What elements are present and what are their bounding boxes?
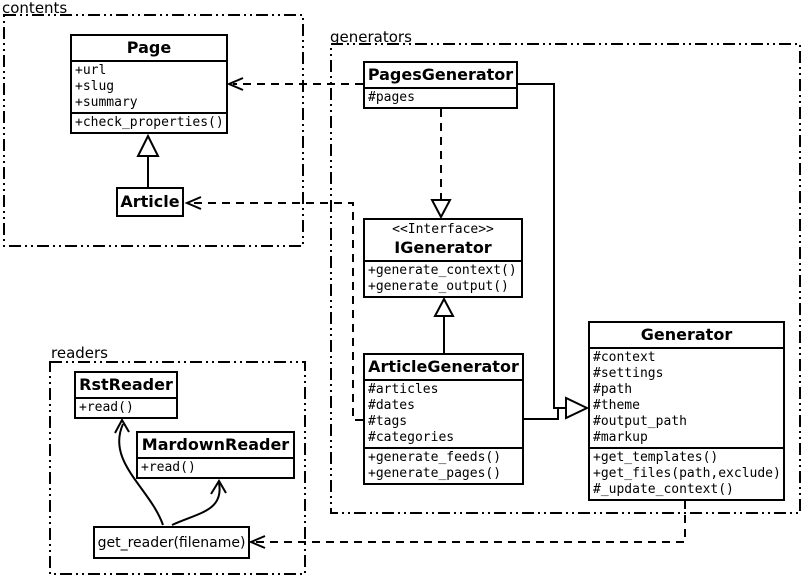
package-border-contents [3,14,304,247]
attribute-line: #settings [593,366,664,381]
dependency-generator-getreader-arrowhead [248,535,266,549]
class-generator-methods: +get_templates() +get_files(path,exclude… [590,447,783,499]
package-border-generators [330,43,801,514]
arrow-getreader-rstreader-curve [118,423,164,526]
method-line: +generate_output() [368,279,509,294]
class-igenerator-name: IGenerator [394,238,492,257]
function-box-get-reader: get_reader(filename) [93,526,250,559]
attribute-line: #dates [368,398,415,413]
inheritance-generator-triangle [565,396,590,420]
class-page-methods: +check_properties() [72,112,226,132]
class-mardownreader-methods: +read() [138,457,293,477]
class-igenerator-title: <<Interface>> IGenerator [365,220,521,260]
method-line: +read() [79,400,134,415]
attribute-line: #context [593,350,656,365]
class-rstreader: RstReader +read() [74,371,178,419]
class-articlegenerator-name: ArticleGenerator [368,357,519,376]
dependency-articlegenerator-article-line [191,202,363,421]
class-rstreader-methods: +read() [76,397,176,417]
dependency-articlegenerator-article-arrowhead [184,196,202,210]
method-line: +generate_context() [368,263,517,278]
method-line: +get_templates() [593,450,719,465]
dependency-pagesgenerator-page-arrowhead [226,77,244,91]
class-generator-name: Generator [640,325,733,344]
arrow-getreader-mardownreader-arrowhead [210,479,227,495]
inheritance-articlegenerator-igenerator-triangle [433,296,455,317]
class-generator: Generator #context #settings #path #them… [588,321,785,501]
class-page-name: Page [126,38,172,57]
class-article-name: Article [120,192,180,211]
class-articlegenerator-methods: +generate_feeds() +generate_pages() [365,447,522,483]
function-box-get-reader-label: get_reader(filename) [97,534,246,551]
inheritance-articlegenerator-generator-line [524,408,559,420]
attribute-line: #pages [368,90,415,105]
attribute-line: +slug [75,79,115,94]
class-article: Article [116,187,184,217]
class-pagesgenerator: PagesGenerator #pages [363,61,518,109]
class-pagesgenerator-attributes: #pages [365,87,516,107]
package-label-contents: contents [2,0,68,17]
attribute-line: #articles [368,382,439,397]
package-label-generators: generators [330,28,412,46]
class-generator-attributes: #context #settings #path #theme #output_… [590,347,783,447]
class-page-attributes: +url +slug +summary [72,60,226,112]
arrow-getreader-mardownreader-curve [171,482,221,526]
method-line: #_update_context() [593,482,734,497]
dependency-generator-getreader-line [255,501,686,543]
class-pagesgenerator-name: PagesGenerator [367,65,514,84]
attribute-line: +summary [75,95,138,110]
class-articlegenerator-attributes: #articles #dates #tags #categories [365,379,522,447]
package-label-readers: readers [51,344,108,362]
class-igenerator: <<Interface>> IGenerator +generate_conte… [363,218,523,298]
attribute-line: #output_path [593,414,687,429]
package-border-readers [49,361,306,575]
class-igenerator-stereotype: <<Interface>> [392,222,494,237]
attribute-line: +url [75,63,107,78]
class-rstreader-name: RstReader [79,375,173,394]
realization-pagesgenerator-igenerator-triangle [430,199,452,220]
method-line: +get_files(path,exclude) [593,466,781,481]
method-line: +generate_feeds() [368,450,502,465]
method-line: +check_properties() [75,115,224,130]
attribute-line: #markup [593,430,648,445]
attribute-line: #theme [593,398,640,413]
arrow-getreader-rstreader-arrowhead [114,417,130,434]
attribute-line: #categories [368,430,455,445]
method-line: +generate_pages() [368,466,502,481]
inheritance-article-page-triangle [136,133,160,157]
method-line: +read() [141,460,196,475]
class-articlegenerator: ArticleGenerator #articles #dates #tags … [363,353,524,485]
attribute-line: #tags [368,414,408,429]
inheritance-pagesgenerator-generator-line [518,83,566,409]
class-mardownreader: MardownReader +read() [136,431,295,479]
class-page: Page +url +slug +summary +check_properti… [70,34,228,134]
class-igenerator-methods: +generate_context() +generate_output() [365,260,521,296]
class-mardownreader-name: MardownReader [141,435,290,454]
attribute-line: #path [593,382,633,397]
